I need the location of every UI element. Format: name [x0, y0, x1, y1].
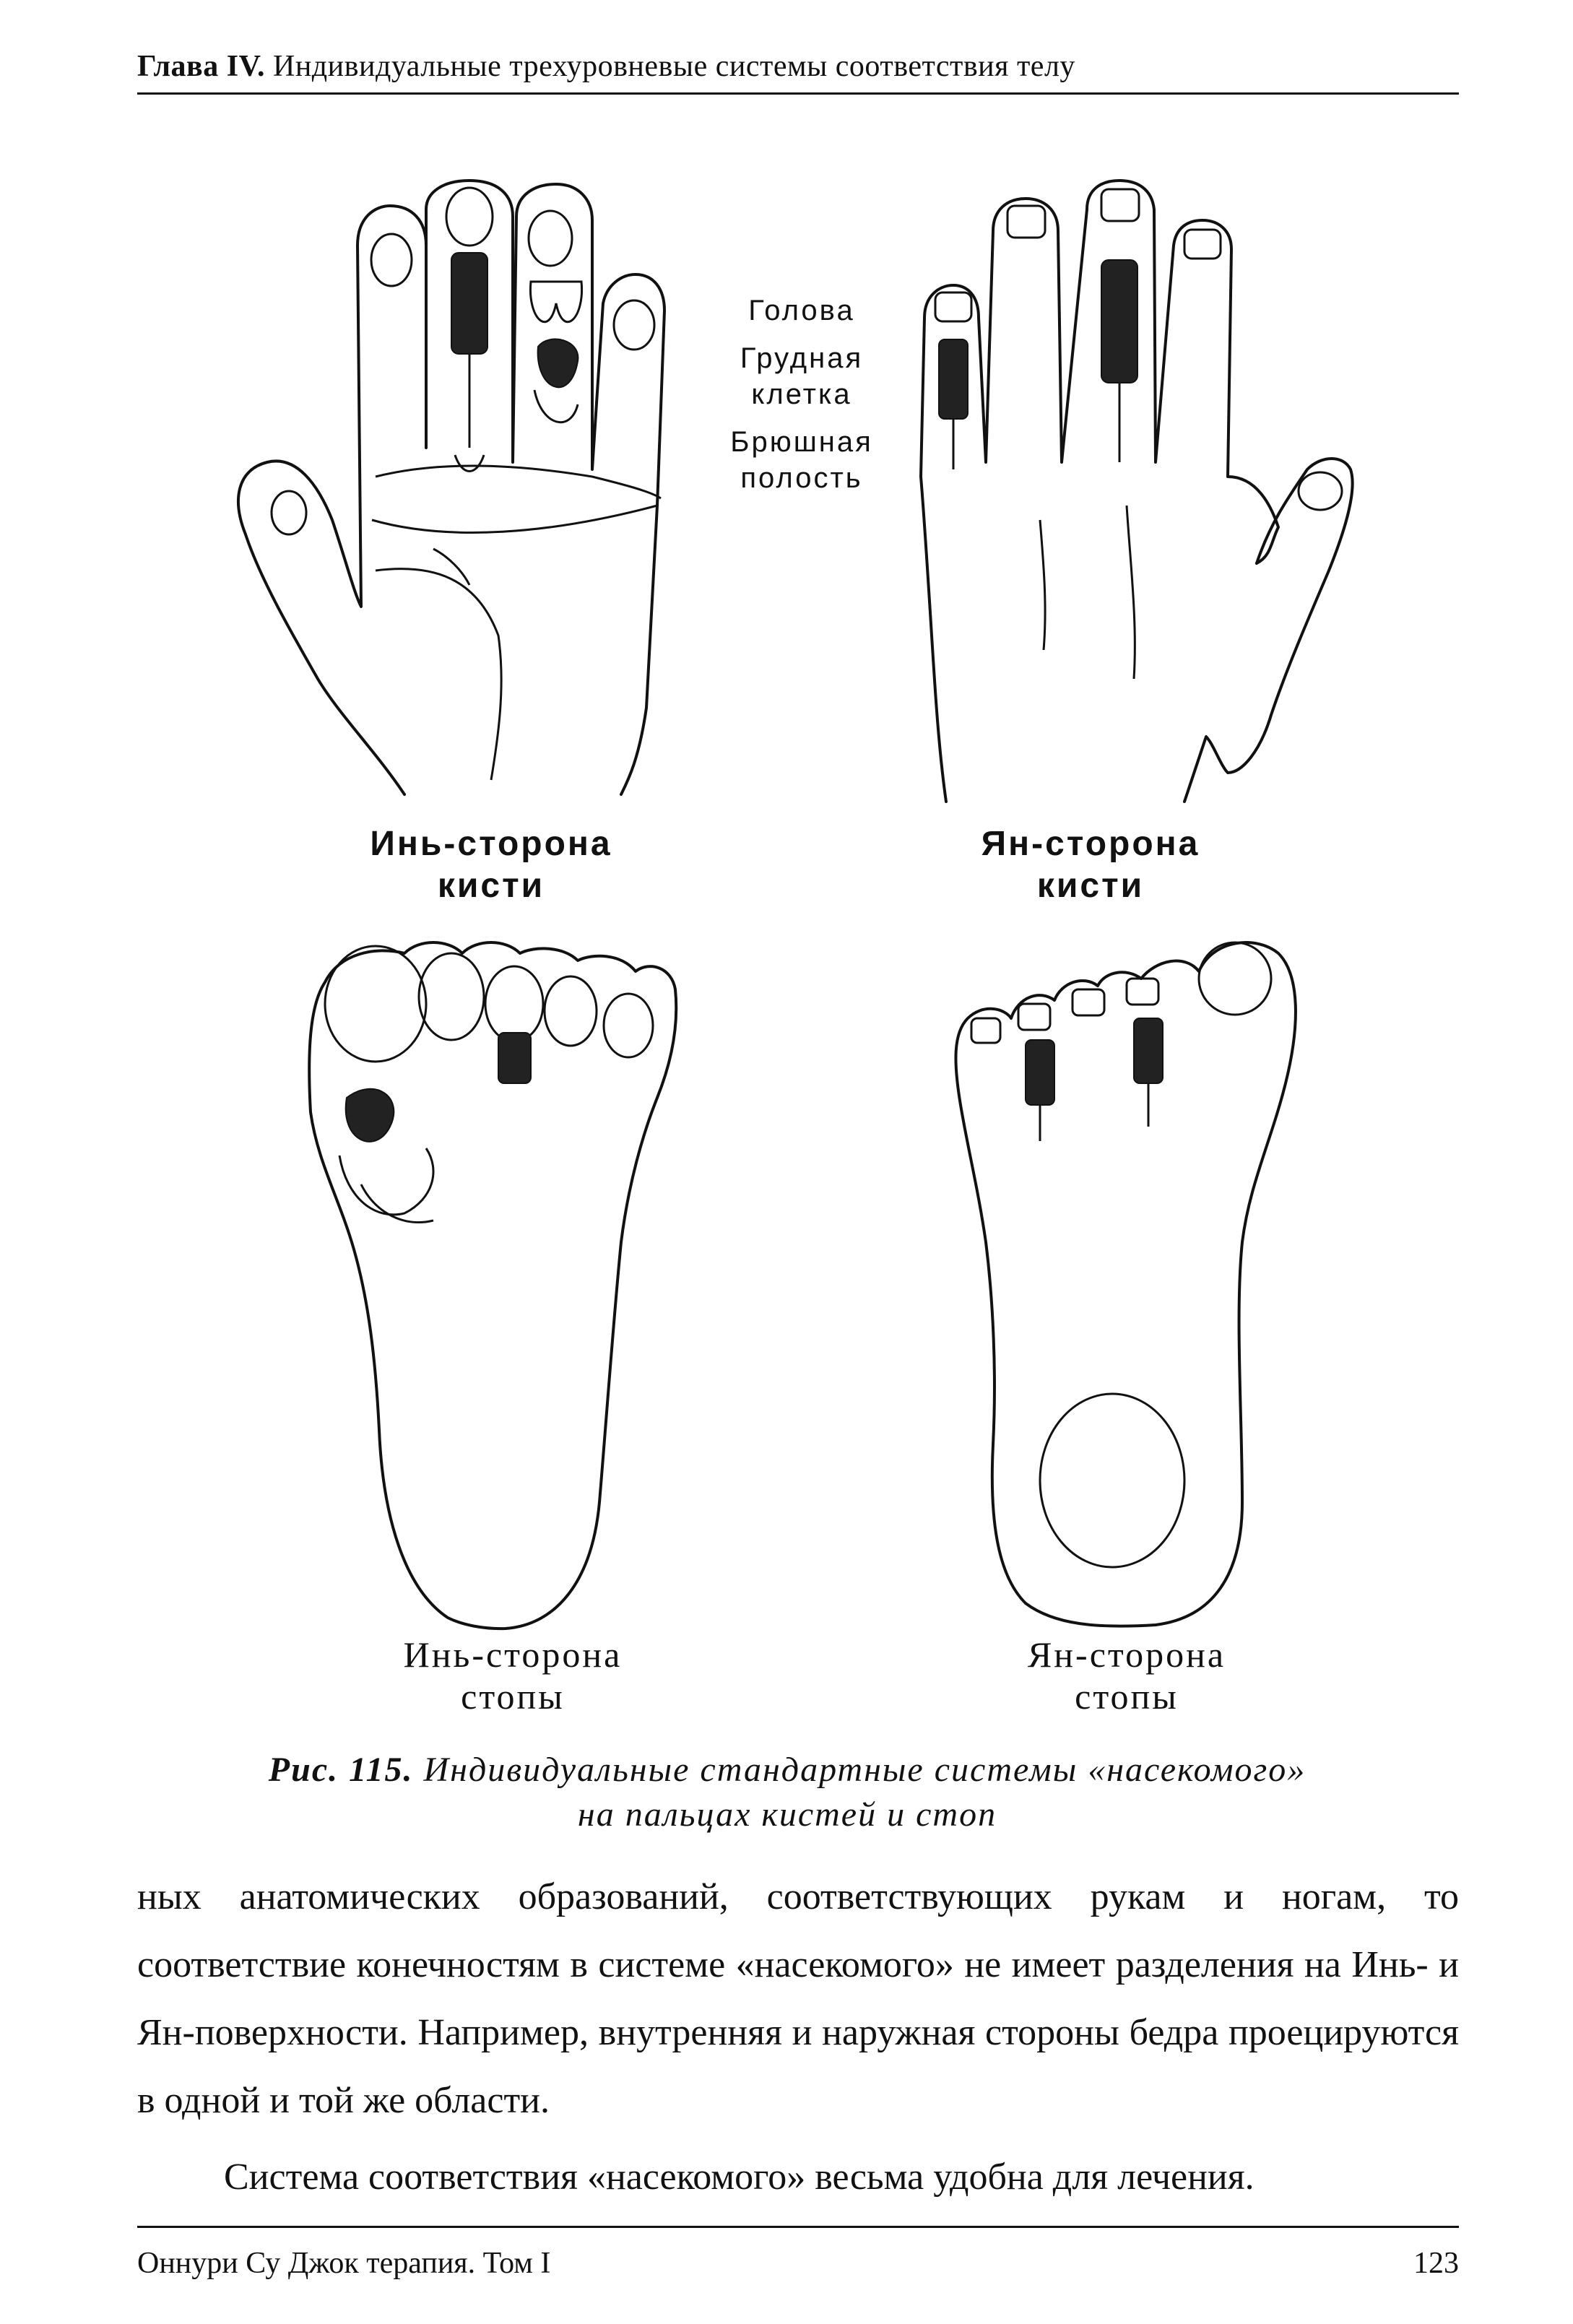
chapter-title: Индивидуальные трехуровневые системы соо…	[273, 50, 1075, 83]
yang-foot-label-line2: стопы	[1075, 1676, 1179, 1717]
yang-foot-label: Ян-сторона стопы	[982, 1634, 1271, 1717]
yin-foot-label: Инь-сторона стопы	[361, 1634, 664, 1717]
yin-hand-label: Инь-сторона кисти	[339, 823, 643, 907]
header-rule	[137, 92, 1459, 95]
figure-caption: Рис. 115. Индивидуальные стандартные сис…	[217, 1748, 1358, 1837]
yang-hand-drawing	[919, 179, 1354, 803]
yang-hand-label-line2: кисти	[1036, 867, 1145, 905]
running-header: Глава IV. Индивидуальные трехуровневые с…	[137, 49, 1459, 84]
yin-hand-label-line2: кисти	[437, 867, 545, 905]
figure-115: Голова Грудная клетка Брюшная полость Ин…	[237, 179, 1354, 1717]
yang-foot-label-line1: Ян-сторона	[1027, 1634, 1226, 1675]
figure-drawings	[237, 179, 1354, 1631]
yin-foot-label-line1: Инь-сторона	[403, 1634, 623, 1675]
yin-foot-label-line2: стопы	[461, 1676, 565, 1717]
legend-head: Голова	[748, 295, 855, 326]
figure-legend: Голова Грудная клетка Брюшная полость	[693, 292, 910, 508]
footer-book-title: Оннури Су Джок терапия. Том I	[137, 2247, 551, 2280]
caption-line2: на пальцах кистей и стоп	[577, 1795, 997, 1834]
yang-hand-label: Ян-сторона кисти	[953, 823, 1228, 907]
caption-line1: Индивидуальные стандартные системы «насе…	[423, 1751, 1306, 1789]
yang-foot-drawing	[954, 941, 1297, 1628]
yin-hand-drawing	[237, 179, 666, 796]
yin-foot-drawing	[308, 941, 678, 1631]
paragraph-1: ных анатомических образований, соответст…	[137, 1876, 1459, 2121]
paragraph-2: Система соответствия «насекомого» весьма…	[224, 2156, 1254, 2198]
footer-rule	[137, 2226, 1459, 2228]
chapter-number: Глава IV.	[137, 50, 265, 83]
caption-number: Рис. 115.	[268, 1751, 414, 1789]
page-number: 123	[1413, 2247, 1459, 2280]
yang-hand-label-line1: Ян-сторона	[981, 825, 1200, 863]
legend-abdomen: Брюшная полость	[730, 426, 873, 494]
body-text: ных анатомических образований, соответст…	[137, 1863, 1459, 2211]
yin-hand-label-line1: Инь-сторона	[370, 825, 612, 863]
legend-chest: Грудная клетка	[740, 342, 864, 410]
